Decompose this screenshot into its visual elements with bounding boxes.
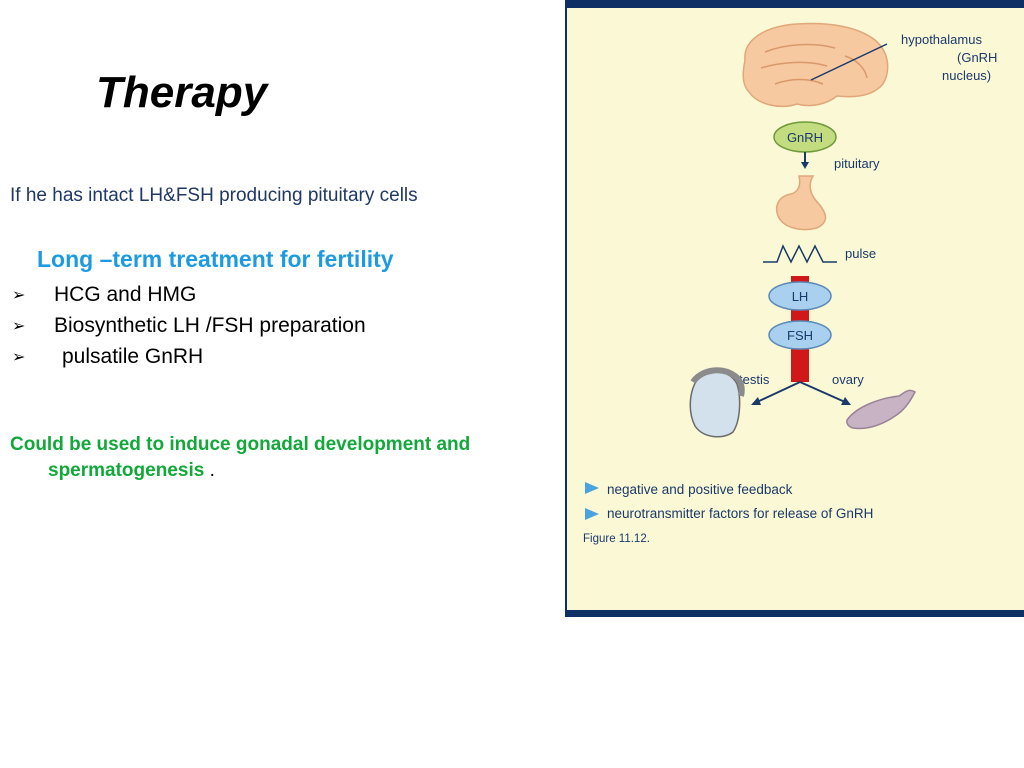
intro-text: If he has intact LH&FSH producing pituit…	[10, 185, 418, 206]
list-item: ➢ pulsatile GnRH	[10, 341, 366, 372]
gnrh-arrowhead-icon	[801, 162, 809, 169]
gnrh-nucleus-label: (GnRH	[957, 50, 997, 65]
fsh-badge: FSH	[768, 320, 832, 350]
gnrh-badge-label: GnRH	[787, 130, 823, 145]
legend-item: neurotransmitter factors for release of …	[607, 506, 873, 521]
nucleus-label: nucleus)	[942, 68, 991, 83]
conclusion-line: Could be used to induce gonadal developm…	[10, 434, 471, 455]
subheading: Long –term treatment for fertility	[37, 246, 394, 272]
brain-icon	[742, 22, 889, 108]
pituitary-label: pituitary	[834, 156, 880, 171]
fsh-badge-label: FSH	[787, 328, 813, 343]
testis-label: testis	[739, 372, 770, 387]
triangle-pointer-icon	[585, 508, 599, 520]
hypothalamus-label: hypothalamus	[901, 32, 982, 47]
legend-item: negative and positive feedback	[607, 482, 793, 497]
slide-title: Therapy	[96, 68, 268, 117]
pulse-wave-icon	[763, 244, 837, 264]
arrow-bullet-icon: ➢	[12, 317, 26, 335]
pituitary-icon	[775, 175, 827, 231]
lh-badge: LH	[768, 281, 832, 311]
testis-arrow	[756, 381, 801, 403]
testis-arrowhead-icon	[751, 397, 761, 405]
testis-icon	[689, 367, 745, 438]
ovary-arrow	[799, 381, 846, 403]
list-item: ➢ HCG and HMG	[10, 279, 366, 310]
ovary-label: ovary	[832, 372, 864, 387]
conclusion-keyword: spermatogenesis	[48, 460, 205, 481]
list-item: ➢ Biosynthetic LH /FSH preparation	[10, 310, 366, 341]
conclusion-text: Could be used to induce gonadal developm…	[10, 432, 560, 484]
gnrh-badge: GnRH	[773, 121, 837, 153]
conclusion-period: .	[209, 460, 215, 481]
triangle-pointer-icon	[585, 482, 599, 494]
conclusion-line: spermatogenesis .	[10, 458, 560, 484]
list-item-text: HCG and HMG	[54, 282, 197, 306]
arrow-bullet-icon: ➢	[12, 348, 26, 366]
figure-caption: Figure 11.12.	[583, 533, 650, 545]
pulse-label: pulse	[845, 246, 876, 261]
arrow-bullet-icon: ➢	[12, 286, 26, 304]
ovary-arrowhead-icon	[841, 397, 851, 405]
hormone-axis-figure: hypothalamus (GnRH nucleus) GnRH pituita…	[565, 0, 1024, 617]
treatment-list: ➢ HCG and HMG ➢ Biosynthetic LH /FSH pre…	[10, 279, 366, 372]
list-item-text: pulsatile GnRH	[62, 344, 204, 368]
list-item-text: Biosynthetic LH /FSH preparation	[54, 313, 366, 337]
figure-drawing: hypothalamus (GnRH nucleus) GnRH pituita…	[583, 22, 997, 545]
lh-badge-label: LH	[792, 289, 809, 304]
ovary-icon	[846, 389, 916, 430]
hypothalamus-pointer	[810, 43, 888, 81]
